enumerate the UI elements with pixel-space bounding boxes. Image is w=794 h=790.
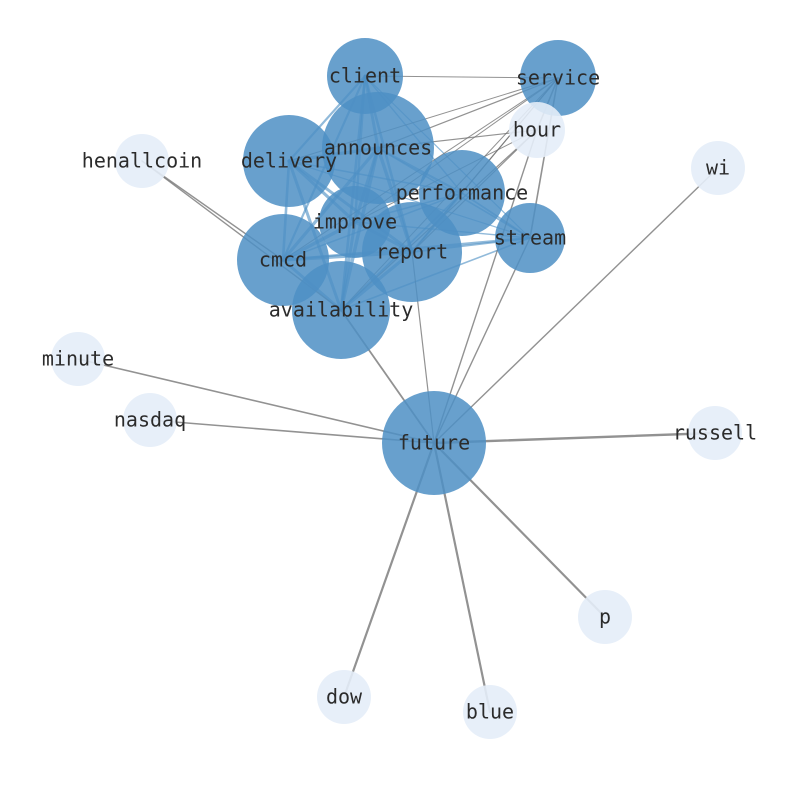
- graph-node-p[interactable]: [578, 590, 632, 644]
- graph-node-wi[interactable]: [691, 141, 745, 195]
- graph-node-label-client: client: [329, 64, 401, 88]
- graph-node-russell[interactable]: [688, 406, 742, 460]
- nodes-layer: [51, 38, 745, 739]
- graph-node-label-nasdaq: nasdaq: [114, 408, 186, 432]
- graph-edge: [433, 129, 538, 444]
- graph-node-label-delivery: delivery: [241, 149, 337, 173]
- labels-layer: client service hour henallcoin deliveryannou…: [42, 64, 757, 724]
- graph-node-label-announces: announces: [324, 136, 432, 160]
- graph-node-label-henallcoin: henallcoin: [82, 149, 202, 173]
- graph-node-announces[interactable]: [322, 92, 434, 204]
- graph-node-label-performance: performance: [396, 181, 528, 205]
- graph-edge: [77, 358, 435, 444]
- graph-edge: [433, 167, 719, 444]
- graph-node-label-wi: wi: [706, 156, 730, 180]
- graph-node-henallcoin[interactable]: [115, 134, 169, 188]
- graph-node-report[interactable]: [362, 202, 462, 302]
- graph-node-nasdaq[interactable]: [123, 393, 177, 447]
- graph-node-label-improve: improve: [313, 210, 397, 234]
- graph-node-label-availability: availability: [269, 298, 414, 322]
- graph-node-future[interactable]: [382, 391, 486, 495]
- graph-node-label-cmcd: cmcd: [259, 248, 307, 272]
- graph-node-blue[interactable]: [463, 685, 517, 739]
- graph-node-label-hour: hour: [513, 118, 561, 142]
- graph-node-service[interactable]: [520, 40, 596, 116]
- graph-node-stream[interactable]: [495, 203, 565, 273]
- graph-node-label-russell: russell: [673, 421, 757, 445]
- graph-node-label-report: report: [376, 240, 448, 264]
- graph-node-label-p: p: [599, 605, 611, 629]
- graph-node-label-dow: dow: [326, 685, 363, 709]
- graph-node-label-stream: stream: [494, 226, 566, 250]
- graph-node-delivery[interactable]: [243, 115, 335, 207]
- graph-node-label-blue: blue: [466, 700, 514, 724]
- graph-node-dow[interactable]: [317, 670, 371, 724]
- graph-node-availability[interactable]: [292, 261, 390, 359]
- graph-node-label-minute: minute: [42, 347, 114, 371]
- graph-node-label-service: service: [516, 66, 600, 90]
- graph-node-label-future: future: [398, 431, 470, 455]
- graph-node-minute[interactable]: [51, 332, 105, 386]
- graph-node-hour[interactable]: [509, 102, 565, 158]
